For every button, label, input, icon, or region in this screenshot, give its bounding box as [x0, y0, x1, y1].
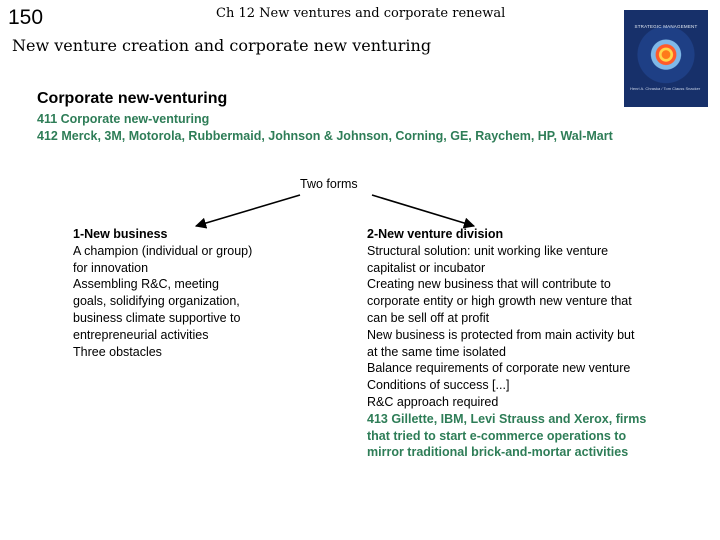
- section-heading: Corporate new-venturing: [37, 90, 228, 107]
- right-line: Structural solution: unit working like v…: [367, 243, 609, 275]
- slide-title: New venture creation and corporate new v…: [12, 36, 432, 55]
- left-line: A champion (individual or group) for inn…: [73, 243, 253, 275]
- left-line: Three obstacles: [73, 344, 162, 359]
- right-line: Balance requirements of corporate new ve…: [367, 361, 631, 376]
- arrow-left: [194, 194, 301, 229]
- new-venture-division-heading: 2-New venture division: [367, 227, 504, 241]
- left-line: Assembling R&C, meeting goals, solidifyi…: [73, 277, 241, 342]
- chapter-title: Ch 12 New ventures and corporate renewal: [216, 6, 506, 21]
- company-examples: 411 Corporate new-venturing 412 Merck, 3…: [37, 112, 613, 143]
- new-business-column: 1-New business A champion (individual or…: [73, 226, 253, 360]
- arrow-right: [371, 194, 476, 229]
- book-cover-authors: Henri A. Chraska / Tom Clauss Snacker: [630, 86, 701, 91]
- right-line: Creating new business that will contribu…: [367, 277, 632, 325]
- ecommerce-example: 413 Gillette, IBM, Levi Strauss and Xero…: [367, 411, 647, 460]
- right-line: R&C approach required: [367, 394, 499, 409]
- right-line: Conditions of success [...]: [367, 378, 510, 393]
- new-venture-division-column: 2-New venture division Structural soluti…: [367, 226, 647, 461]
- new-business-heading: 1-New business: [73, 227, 168, 241]
- two-forms-label: Two forms: [300, 177, 358, 191]
- book-cover-title: STRATEGIC MANAGEMENT: [634, 24, 698, 29]
- right-line: New business is protected from main acti…: [367, 327, 635, 359]
- book-cover-image: STRATEGIC MANAGEMENT Henri A. Chraska / …: [624, 10, 708, 107]
- page-number: 150: [8, 6, 44, 29]
